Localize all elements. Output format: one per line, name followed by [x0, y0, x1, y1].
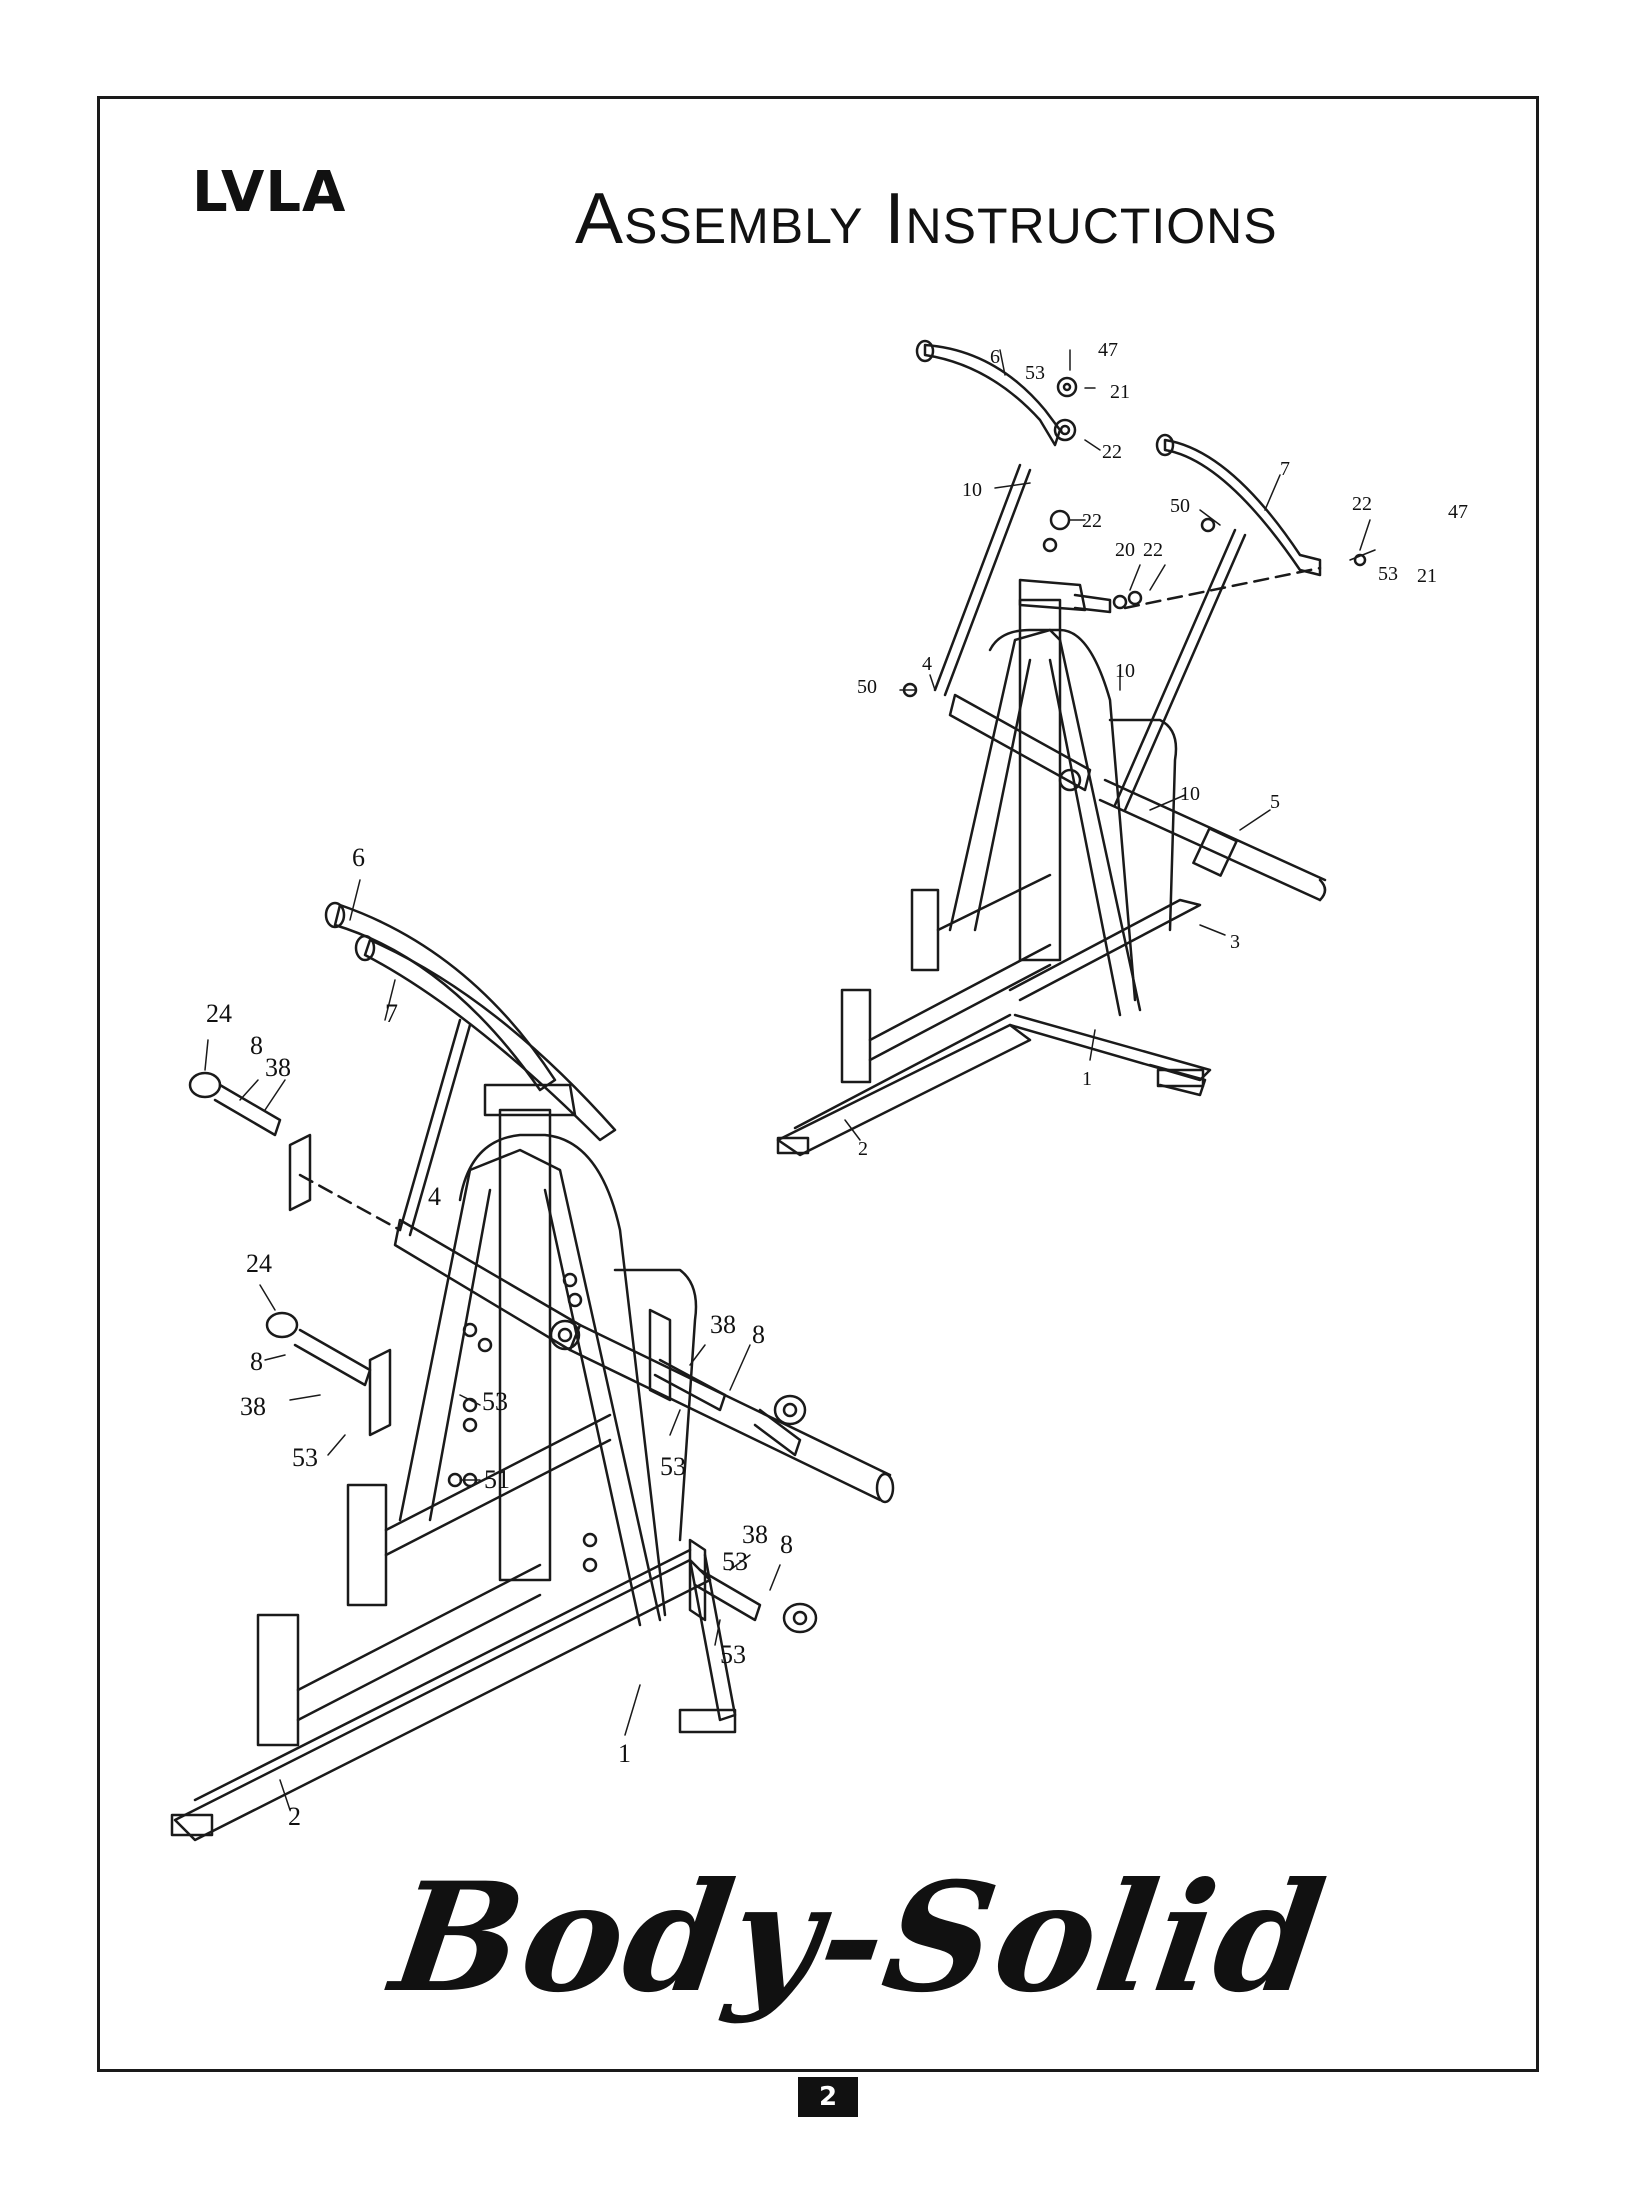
- part-label: 4: [428, 1182, 441, 1211]
- part-label: 53: [1378, 563, 1398, 585]
- part-label: 53: [660, 1452, 686, 1481]
- part-label: 22: [1082, 510, 1102, 532]
- part-label: 47: [1448, 501, 1468, 523]
- part-label: 47: [1098, 339, 1118, 361]
- part-label: 20: [1115, 539, 1135, 561]
- part-label: 1: [618, 1739, 631, 1768]
- part-label: 50: [1170, 495, 1190, 517]
- part-label: 10: [962, 479, 982, 501]
- brand-logo: Body-Solid: [383, 1850, 1336, 2026]
- part-label: 8: [780, 1530, 793, 1559]
- part-label: 51: [484, 1465, 510, 1494]
- part-label: 22: [1102, 441, 1122, 463]
- exploded-labels: 6 47 53 21 22 10 22 7 50 22 47 20 22 53 …: [857, 339, 1468, 1160]
- part-label: 10: [1115, 660, 1135, 682]
- part-label: 8: [752, 1320, 765, 1349]
- part-label: 6: [990, 346, 1000, 368]
- part-label: 4: [922, 653, 932, 675]
- part-label: 53: [292, 1443, 318, 1472]
- part-label: 53: [722, 1547, 748, 1576]
- part-label: 24: [246, 1249, 272, 1278]
- exploded-view: [778, 341, 1365, 1155]
- part-label: 22: [1143, 539, 1163, 561]
- part-label: 53: [1025, 362, 1045, 384]
- part-label: 38: [710, 1310, 736, 1339]
- part-label: 10: [1180, 783, 1200, 805]
- part-label: 53: [482, 1387, 508, 1416]
- part-label: 1: [1082, 1068, 1092, 1090]
- part-label: 8: [250, 1031, 263, 1060]
- assembled-view: [172, 903, 893, 1840]
- part-label: 50: [857, 676, 877, 698]
- part-label: 6: [352, 843, 365, 872]
- part-label: 7: [385, 999, 398, 1028]
- part-label: 24: [206, 999, 232, 1028]
- page-number: 2: [798, 2077, 858, 2117]
- part-label: 2: [858, 1138, 868, 1160]
- part-label: 22: [1352, 493, 1372, 515]
- part-label: 38: [265, 1053, 291, 1082]
- part-label: 5: [1270, 791, 1280, 813]
- part-label: 53: [720, 1640, 746, 1669]
- part-label: 21: [1110, 381, 1130, 403]
- part-label: 8: [250, 1347, 263, 1376]
- part-label: 3: [1230, 931, 1240, 953]
- part-label: 21: [1417, 565, 1437, 587]
- part-label: 38: [742, 1520, 768, 1549]
- part-label: 7: [1280, 458, 1290, 480]
- part-label: 2: [288, 1802, 301, 1831]
- part-label: 38: [240, 1392, 266, 1421]
